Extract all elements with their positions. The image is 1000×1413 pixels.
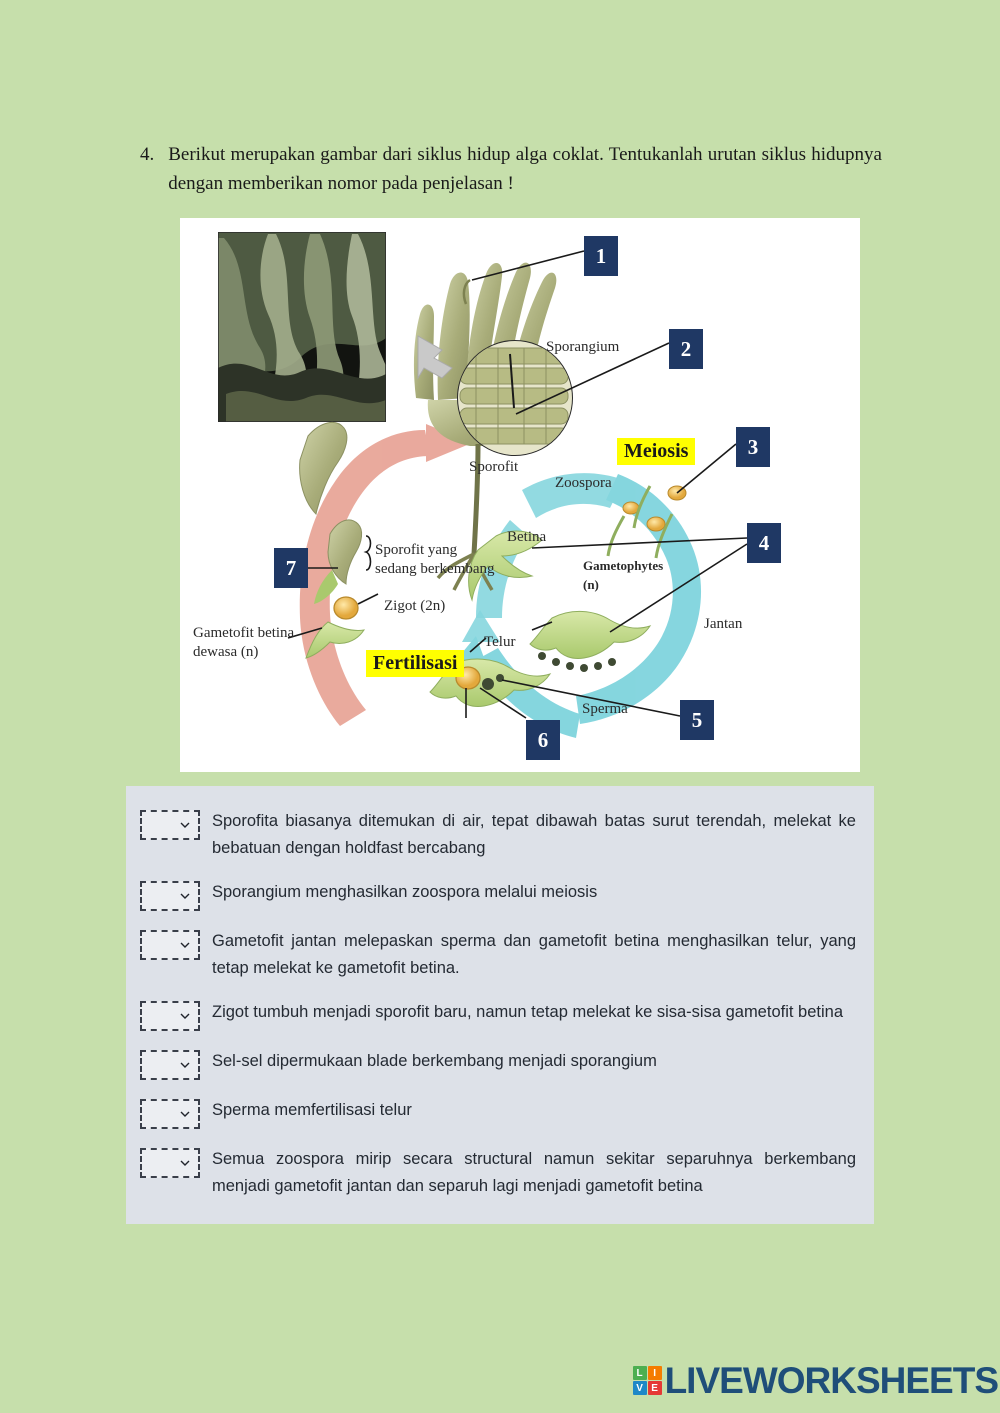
chevron-down-icon [180,1109,190,1118]
diagram-number-box-7: 7 [274,548,308,588]
answer-text: Semua zoospora mirip secara structural n… [212,1150,856,1195]
zoom-pointer-arrow [417,335,453,380]
question-text: Berikut merupakan gambar dari siklus hid… [168,144,882,194]
order-select-1[interactable] [140,810,200,840]
label-mature-female-gametophyte: Gametofit betina dewasa (n) [193,625,295,660]
label-sporofit: Sporofit [469,459,519,475]
chevron-down-icon [180,1011,190,1020]
sporophyte-phase-arrow [299,424,472,726]
label-sperma: Sperma [582,701,628,717]
order-select-4[interactable] [140,1001,200,1031]
answer-row: Sporangium menghasilkan zoospora melalui… [140,879,856,911]
answer-row: Sperma memfertilisasi telur [140,1097,856,1129]
label-zoospora: Zoospora [555,475,612,491]
answer-text: Zigot tumbuh menjadi sporofit baru, namu… [212,1003,843,1021]
order-select-5[interactable] [140,1050,200,1080]
label-betina: Betina [507,529,547,545]
question-number: 4. [140,144,155,165]
logo-tile-l: L [632,1366,647,1380]
label-sporangium: Sporangium [546,339,620,355]
chevron-down-icon [180,940,190,949]
answer-text: Sperma memfertilisasi telur [212,1101,412,1119]
diagram-number-box-2: 2 [669,329,703,369]
answer-row: Gametofit jantan melepaskan sperma dan g… [140,928,856,982]
diagram-number-box-6: 6 [526,720,560,760]
logo-tile-e: E [647,1381,662,1395]
zygote [333,596,359,620]
chevron-down-icon [180,891,190,900]
logo-wordmark: LIVEWORKSHEETS [664,1360,999,1401]
diagram-number-box-3: 3 [736,427,770,467]
leader-lines [287,250,748,719]
answer-row: Zigot tumbuh menjadi sporofit baru, namu… [140,999,856,1031]
order-select-7[interactable] [140,1148,200,1178]
diagram-artwork [218,232,748,738]
liveworksheets-logo[interactable]: L I V E LIVEWORKSHEETS [632,1360,999,1401]
answer-text: Sporangium menghasilkan zoospora melalui… [212,883,598,901]
order-select-3[interactable] [140,930,200,960]
label-zigot: Zigot (2n) [384,598,446,614]
sperm-cell [482,678,494,690]
highlight-fertilisasi: Fertilisasi [366,650,465,677]
label-jantan: Jantan [704,616,743,632]
answer-text: Gametofit jantan melepaskan sperma dan g… [212,932,856,977]
answer-row: Sel-sel dipermukaan blade berkembang men… [140,1048,856,1080]
brace [363,535,372,571]
life-cycle-diagram: 1 2 3 4 5 6 7 Sporangium Sporofit Zoospo… [180,218,860,772]
label-telur: Telur [484,634,516,650]
order-select-2[interactable] [140,881,200,911]
answer-row: Semua zoospora mirip secara structural n… [140,1146,856,1200]
chevron-down-icon [180,820,190,829]
young-sporophyte [299,421,348,515]
label-developing-sporophyte: Sporofit yang sedang berkembang [375,542,495,577]
answer-row: Sporofita biasanya ditemukan di air, tep… [140,808,856,862]
order-select-6[interactable] [140,1099,200,1129]
chevron-down-icon [180,1060,190,1069]
answer-panel: Sporofita biasanya ditemukan di air, tep… [126,786,874,1224]
algae-photograph [218,232,386,422]
answer-text: Sporofita biasanya ditemukan di air, tep… [212,812,856,857]
question-block: 4. Berikut merupakan gambar dari siklus … [140,140,882,198]
logo-tile-i: I [647,1366,662,1380]
highlight-meiosis: Meiosis [617,438,696,465]
chevron-down-icon [180,1158,190,1167]
female-gametophyte-remnant [305,621,366,659]
male-gametophyte [529,611,652,672]
answer-text: Sel-sel dipermukaan blade berkembang men… [212,1052,657,1070]
diagram-number-box-5: 5 [680,700,714,740]
logo-tiles: L I V E [632,1366,662,1395]
label-gametophytes: Gametophytes (n) [583,558,664,592]
female-gametophyte [468,530,543,602]
sporangium-magnifier [457,340,573,456]
logo-tile-v: V [632,1381,647,1395]
diagram-number-box-4: 4 [747,523,781,563]
diagram-number-box-1: 1 [584,236,618,276]
